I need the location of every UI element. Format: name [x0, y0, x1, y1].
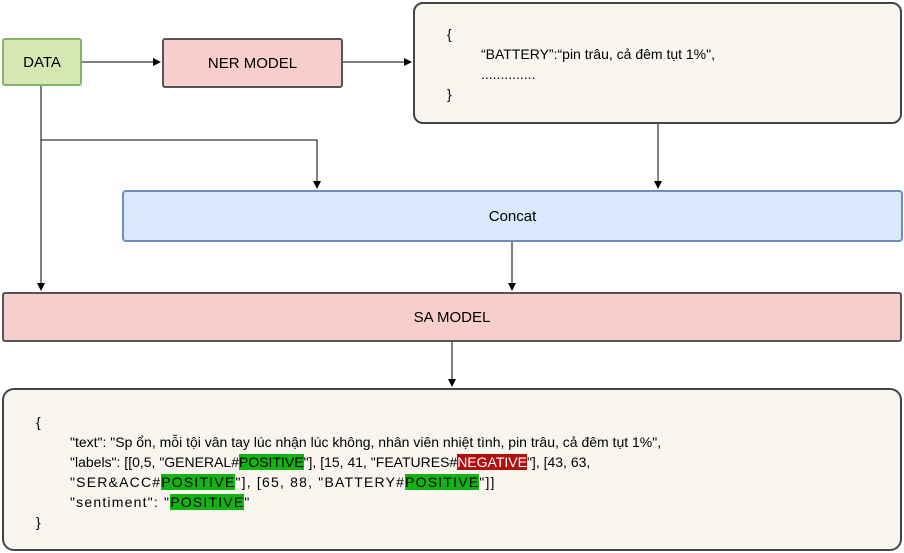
sa-output-sentiment-line: "sentiment": "POSITIVE": [70, 494, 251, 510]
ner-output-colon: :: [553, 46, 558, 62]
battery-sentiment-badge: POSITIVE: [405, 474, 480, 490]
general-sentiment-badge: POSITIVE: [238, 454, 304, 470]
labels-ser-prefix: "SER&ACC#: [70, 474, 162, 490]
data-node-label: DATA: [23, 53, 61, 71]
data-node: DATA: [2, 38, 82, 86]
ner-output-box: { “BATTERY”:“pin trâu, cả đêm tụt 1%", .…: [413, 2, 902, 124]
labels-mid1: "], [15, 41, "FEATURES#: [303, 454, 458, 470]
labels-prefix: "labels": [[0,5, "GENERAL#: [70, 454, 239, 470]
ner-output-value: “pin trâu, cả đêm tụt 1%",: [557, 46, 716, 62]
arrow-data-to-concat: [40, 86, 321, 189]
sa-output-box: { "text": "Sp ổn, mỗi tội vân tay lúc nh…: [2, 388, 902, 551]
ner-model-label: NER MODEL: [207, 54, 298, 72]
ner-output-ellipsis: ..............: [481, 66, 536, 82]
features-sentiment-badge: NEGATIVE: [457, 454, 527, 470]
sa-output-open-brace: {: [36, 414, 41, 430]
labels-end: "]]: [479, 474, 496, 490]
sa-output-labels-line: "labels": [[0,5, "GENERAL#POSITIVE"], [1…: [70, 454, 590, 470]
labels-mid2: "], [43, 63,: [526, 454, 591, 470]
ner-model-node: NER MODEL: [162, 38, 343, 88]
overall-sentiment-badge: POSITIVE: [170, 494, 245, 510]
concat-node: Concat: [122, 190, 903, 242]
concat-label: Concat: [488, 207, 537, 225]
sa-output-text-line: "text": "Sp ổn, mỗi tội vân tay lúc nhận…: [70, 434, 662, 450]
labels-mid3: "], [65, 88, "BATTERY#: [235, 474, 406, 490]
ser-sentiment-badge: POSITIVE: [161, 474, 236, 490]
sa-output-close-brace: }: [36, 514, 41, 530]
sa-model-label: SA MODEL: [413, 308, 491, 326]
ner-output-entry: “BATTERY”:“pin trâu, cả đêm tụt 1%",: [481, 46, 715, 62]
ner-output-key: “BATTERY”: [481, 46, 554, 62]
ner-output-open-brace: {: [447, 26, 452, 42]
sa-output-labels-line2: "SER&ACC#POSITIVE"], [65, 88, "BATTERY#P…: [70, 474, 496, 490]
ner-output-close-brace: }: [447, 86, 452, 102]
sa-model-node: SA MODEL: [2, 292, 902, 342]
sentiment-prefix: "sentiment": ": [70, 494, 171, 510]
sentiment-end: ": [244, 494, 251, 510]
